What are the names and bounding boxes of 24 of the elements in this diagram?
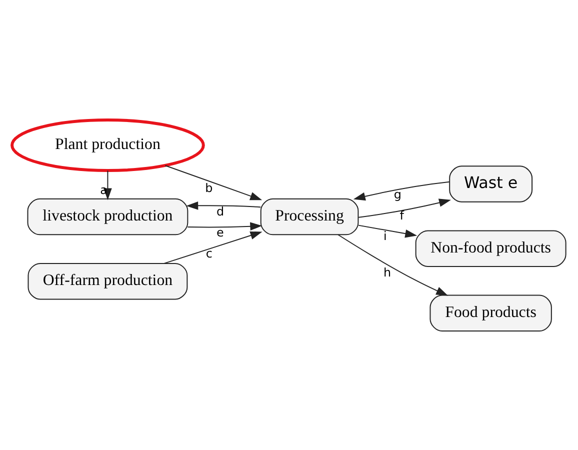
edge-label: i [383, 228, 387, 242]
edge-label: d [216, 204, 224, 218]
arrow [164, 164, 262, 200]
edge-label: c [206, 246, 212, 260]
node-box: livestock production [27, 198, 188, 235]
arrow [164, 230, 262, 264]
arrow [358, 198, 451, 218]
node-box: Off-farm production [28, 262, 188, 300]
node-box: Non-food products [415, 230, 566, 266]
arrow [186, 200, 262, 210]
node-box: Food products [430, 294, 552, 332]
arrow [338, 234, 448, 296]
node-ellipse: Plant production [10, 118, 205, 172]
edge-label: h [384, 264, 392, 279]
arrow [187, 222, 262, 230]
arrow [353, 180, 450, 200]
node-box: Wast e [449, 165, 533, 202]
node-box: Processing [260, 198, 359, 235]
edge-label: b [205, 180, 213, 195]
arrow [358, 224, 418, 238]
edge-label: e [216, 225, 224, 240]
edge-label: a [100, 182, 108, 197]
edge-label: g [394, 186, 402, 201]
edge-label: f [400, 208, 404, 222]
